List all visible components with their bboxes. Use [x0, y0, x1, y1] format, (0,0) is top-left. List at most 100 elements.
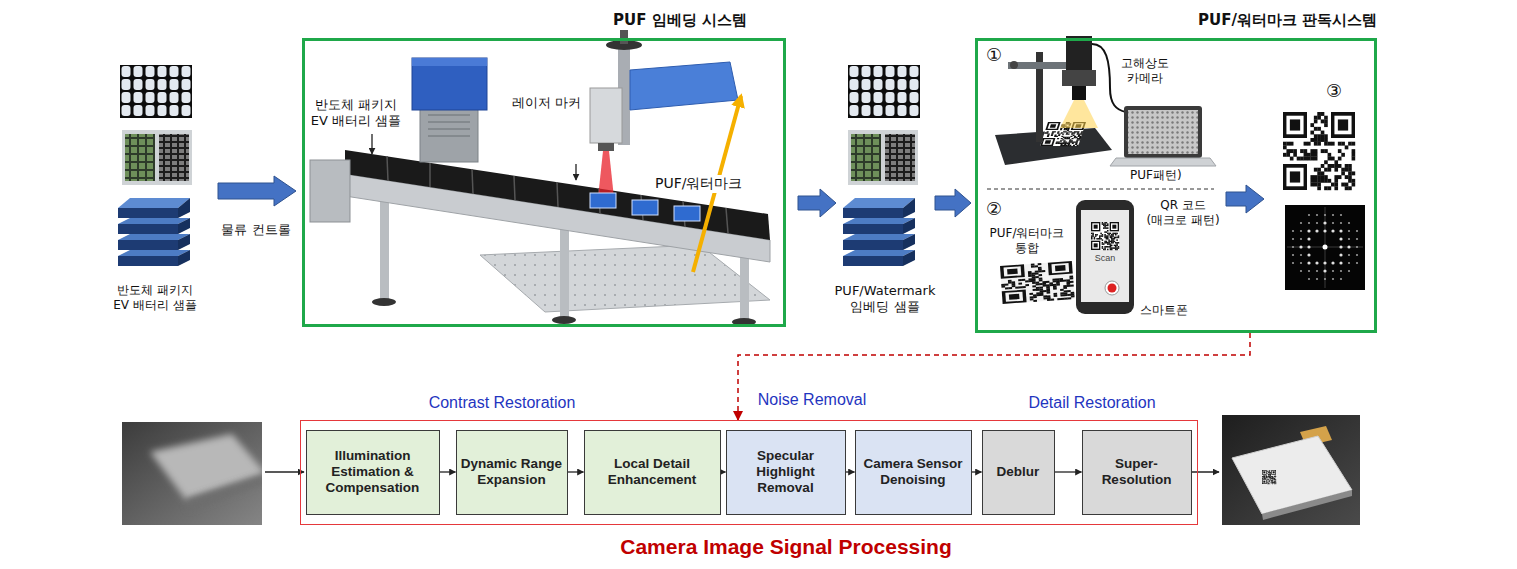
qr-code	[1263, 481, 1265, 483]
qr-code	[1341, 153, 1345, 157]
qr-code	[1268, 483, 1270, 485]
qr-code	[1321, 112, 1325, 116]
qr-code	[1293, 153, 1297, 157]
qr-code	[1268, 476, 1270, 478]
qr-code	[1075, 144, 1077, 145]
qr-code	[1045, 140, 1052, 143]
pipeline-arrow	[265, 471, 304, 472]
qr-code	[1046, 132, 1048, 133]
qr-code	[1331, 157, 1335, 161]
qr-code	[1290, 171, 1300, 182]
qr-code	[1112, 235, 1114, 237]
qr-code	[1266, 477, 1268, 479]
qr-code	[1272, 477, 1274, 479]
output-photo	[1222, 415, 1360, 525]
part-label: 반도체 패키지 EV 배터리 샘플	[306, 97, 406, 130]
qr-code	[1267, 471, 1269, 473]
qr-code	[1269, 472, 1271, 474]
sample-photo	[120, 65, 192, 118]
qr-code	[1269, 476, 1271, 478]
qr-code	[1067, 290, 1071, 292]
decoded-output	[1308, 214, 1310, 216]
input-photo	[122, 422, 262, 525]
qr-code	[1118, 246, 1120, 248]
qr-code	[1018, 283, 1022, 285]
sample-photo	[118, 198, 190, 266]
qr-code	[1262, 476, 1264, 478]
qr-code	[1060, 129, 1062, 130]
decoded-output	[1331, 261, 1334, 264]
laser-machine	[726, 208, 728, 233]
decoded-output	[1307, 237, 1310, 240]
decoded-output	[1315, 261, 1318, 264]
qr-code	[1274, 478, 1276, 480]
qr-code	[1104, 249, 1106, 251]
qr-code	[1321, 119, 1325, 123]
qr-code	[1338, 157, 1342, 161]
decoded-output	[1347, 245, 1350, 248]
callout-number: ①	[986, 44, 1002, 67]
qr-code	[1080, 133, 1082, 134]
qr-code	[1070, 284, 1074, 286]
qr-code	[1110, 235, 1112, 237]
qr-code	[1112, 225, 1116, 229]
qr-code	[1054, 295, 1058, 297]
qr-code	[1328, 168, 1332, 172]
qr-code	[1059, 280, 1063, 282]
qr-code	[1108, 239, 1110, 241]
decoded-output	[1292, 254, 1294, 256]
qr-code	[1317, 138, 1321, 142]
qr-code	[1008, 287, 1012, 289]
decoded-output	[1300, 254, 1302, 256]
qr-code	[1270, 478, 1272, 480]
qr-code	[1352, 142, 1356, 146]
process-box: Camera Sensor Denoising	[855, 430, 972, 515]
qr-code	[1116, 242, 1118, 244]
sample-photo	[843, 65, 920, 266]
smartphone	[1105, 281, 1119, 295]
qr-code	[1310, 131, 1314, 135]
qr-code	[1314, 179, 1318, 183]
qr-code	[1056, 136, 1058, 137]
qr-code	[1000, 261, 1075, 304]
qr-code	[1115, 249, 1117, 251]
laser-machine	[412, 58, 487, 66]
decoded-output	[1339, 253, 1342, 256]
decoded-output	[1292, 262, 1294, 264]
decoded-output	[1307, 245, 1310, 248]
qr-code	[1053, 287, 1057, 289]
laser-machine	[428, 115, 470, 116]
qr-code	[1263, 476, 1265, 478]
qr-code	[1272, 477, 1274, 479]
qr-code	[1055, 265, 1066, 271]
smartphone	[1091, 222, 1119, 250]
qr-code	[1102, 223, 1104, 225]
qr-code	[1262, 478, 1264, 480]
pipeline-band: Illumination Estimation & CompensationDy…	[300, 420, 1198, 525]
decoded-output	[1339, 261, 1342, 264]
qr-code	[1114, 247, 1116, 249]
decoded-output	[1323, 221, 1326, 224]
qr-code	[1072, 135, 1074, 136]
laser-machine	[630, 62, 738, 110]
qr-code	[1050, 299, 1054, 301]
qr-code	[1064, 144, 1066, 145]
qr-code	[1273, 478, 1275, 480]
qr-code	[1038, 263, 1042, 265]
laser-machine	[575, 164, 576, 180]
qr-code	[1104, 234, 1106, 236]
qr-code	[1077, 131, 1079, 132]
qr-code	[1079, 137, 1081, 138]
process-label: Specular Highlight Removal	[727, 448, 845, 497]
qr-code	[1272, 480, 1274, 482]
qr-code	[1262, 476, 1264, 478]
qr-code	[1270, 482, 1272, 484]
qr-code	[1068, 137, 1070, 138]
qr-code	[1035, 276, 1039, 278]
qr-code	[1076, 141, 1078, 142]
qr-code	[1035, 272, 1039, 274]
qr-code	[1060, 140, 1062, 141]
qr-code	[1334, 168, 1338, 172]
qr-code	[1115, 237, 1117, 239]
qr-code	[1074, 136, 1076, 137]
